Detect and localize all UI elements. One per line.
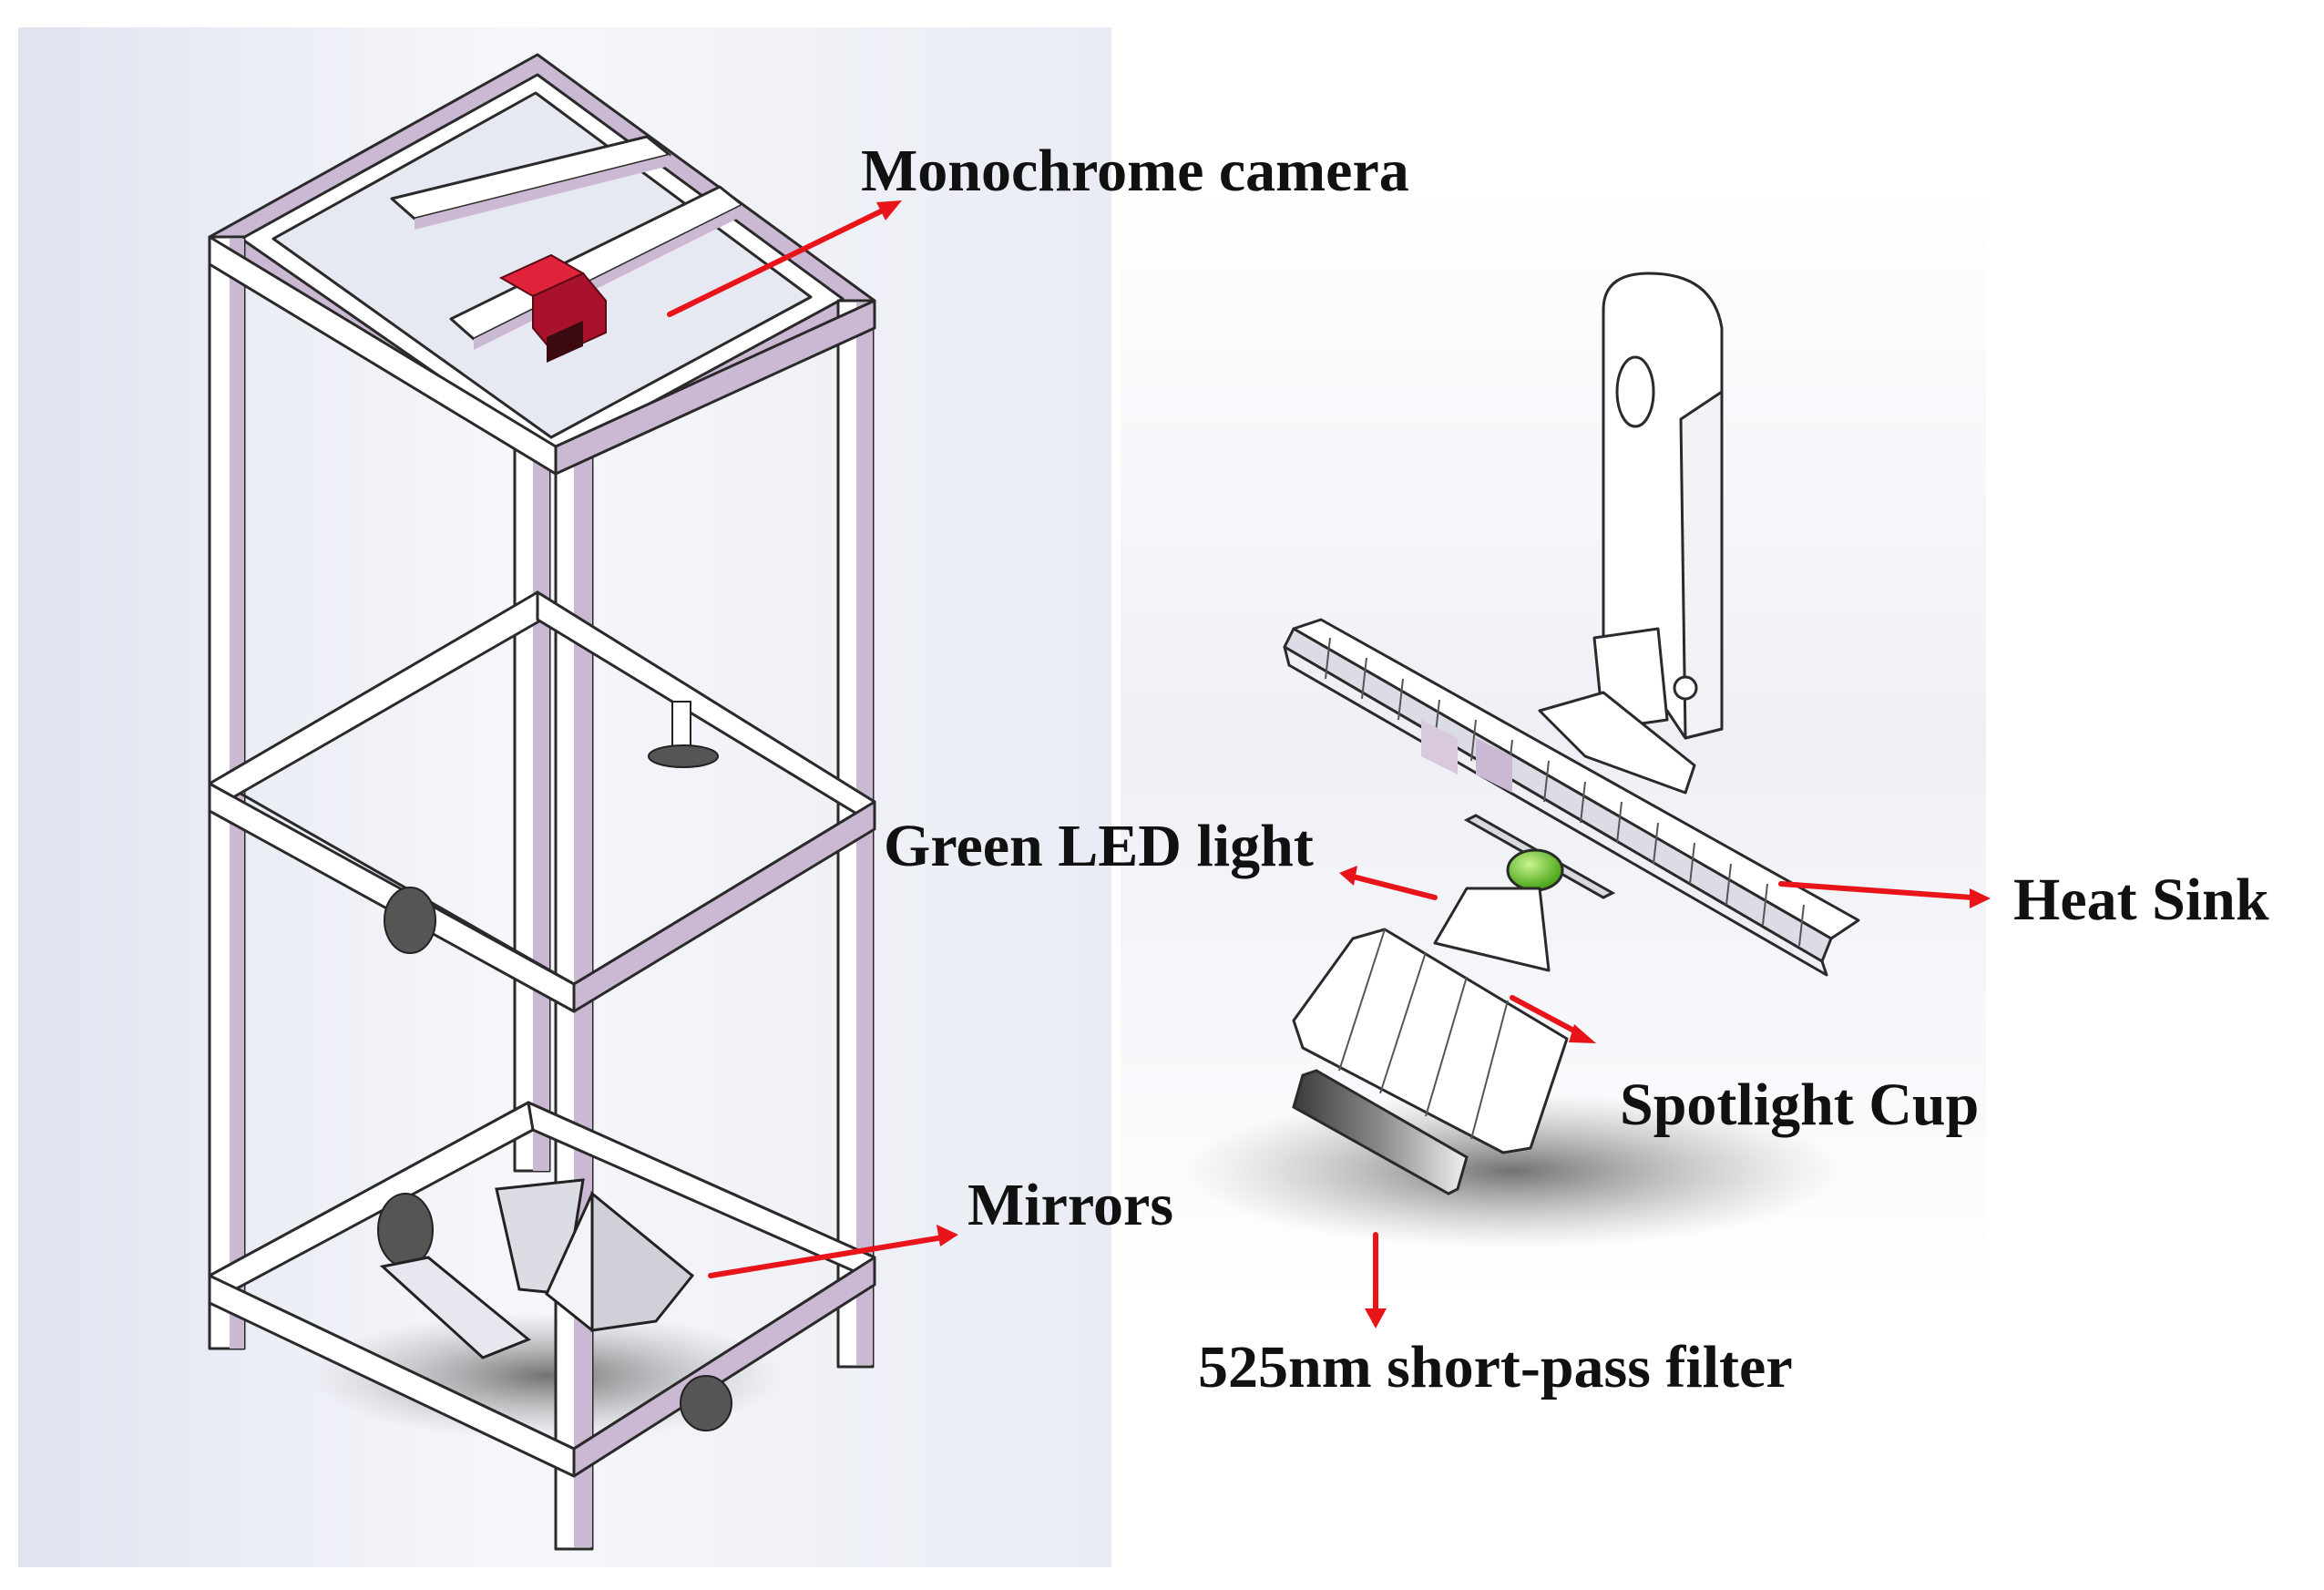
arrow-spotlight-cup [1510, 995, 1583, 1037]
led-mount-middle [384, 887, 436, 954]
led-mount-upper [648, 701, 719, 768]
green-led-bulb [1506, 848, 1564, 892]
label-mirrors: Mirrors [967, 1172, 1174, 1238]
label-monochrome-camera: Monochrome camera [861, 138, 1409, 204]
short-pass-filter-part [1292, 1069, 1469, 1195]
mirrors-part [379, 1178, 695, 1359]
heat-sink-part [1283, 618, 1860, 977]
arrow-green-led-light [1350, 874, 1438, 900]
bracket-part [1538, 272, 1724, 795]
monochrome-camera-part [498, 253, 607, 363]
arrow-heat-sink [1778, 881, 1975, 900]
spotlight-cup-part [1292, 928, 1569, 1154]
label-spotlight-cup: Spotlight Cup [1620, 1072, 1980, 1138]
arrow-mirrors [708, 1235, 946, 1278]
label-heat-sink: Heat Sink [2013, 867, 2269, 933]
led-mount-lower [377, 1193, 732, 1431]
mirror-left [379, 1256, 531, 1359]
arrow-monochrome-camera [667, 205, 891, 317]
label-green-led-light: Green LED light [884, 813, 1314, 879]
label-short-pass-filter: 525nm short-pass filter [1198, 1334, 1793, 1400]
lens-cone-part [1433, 887, 1551, 972]
